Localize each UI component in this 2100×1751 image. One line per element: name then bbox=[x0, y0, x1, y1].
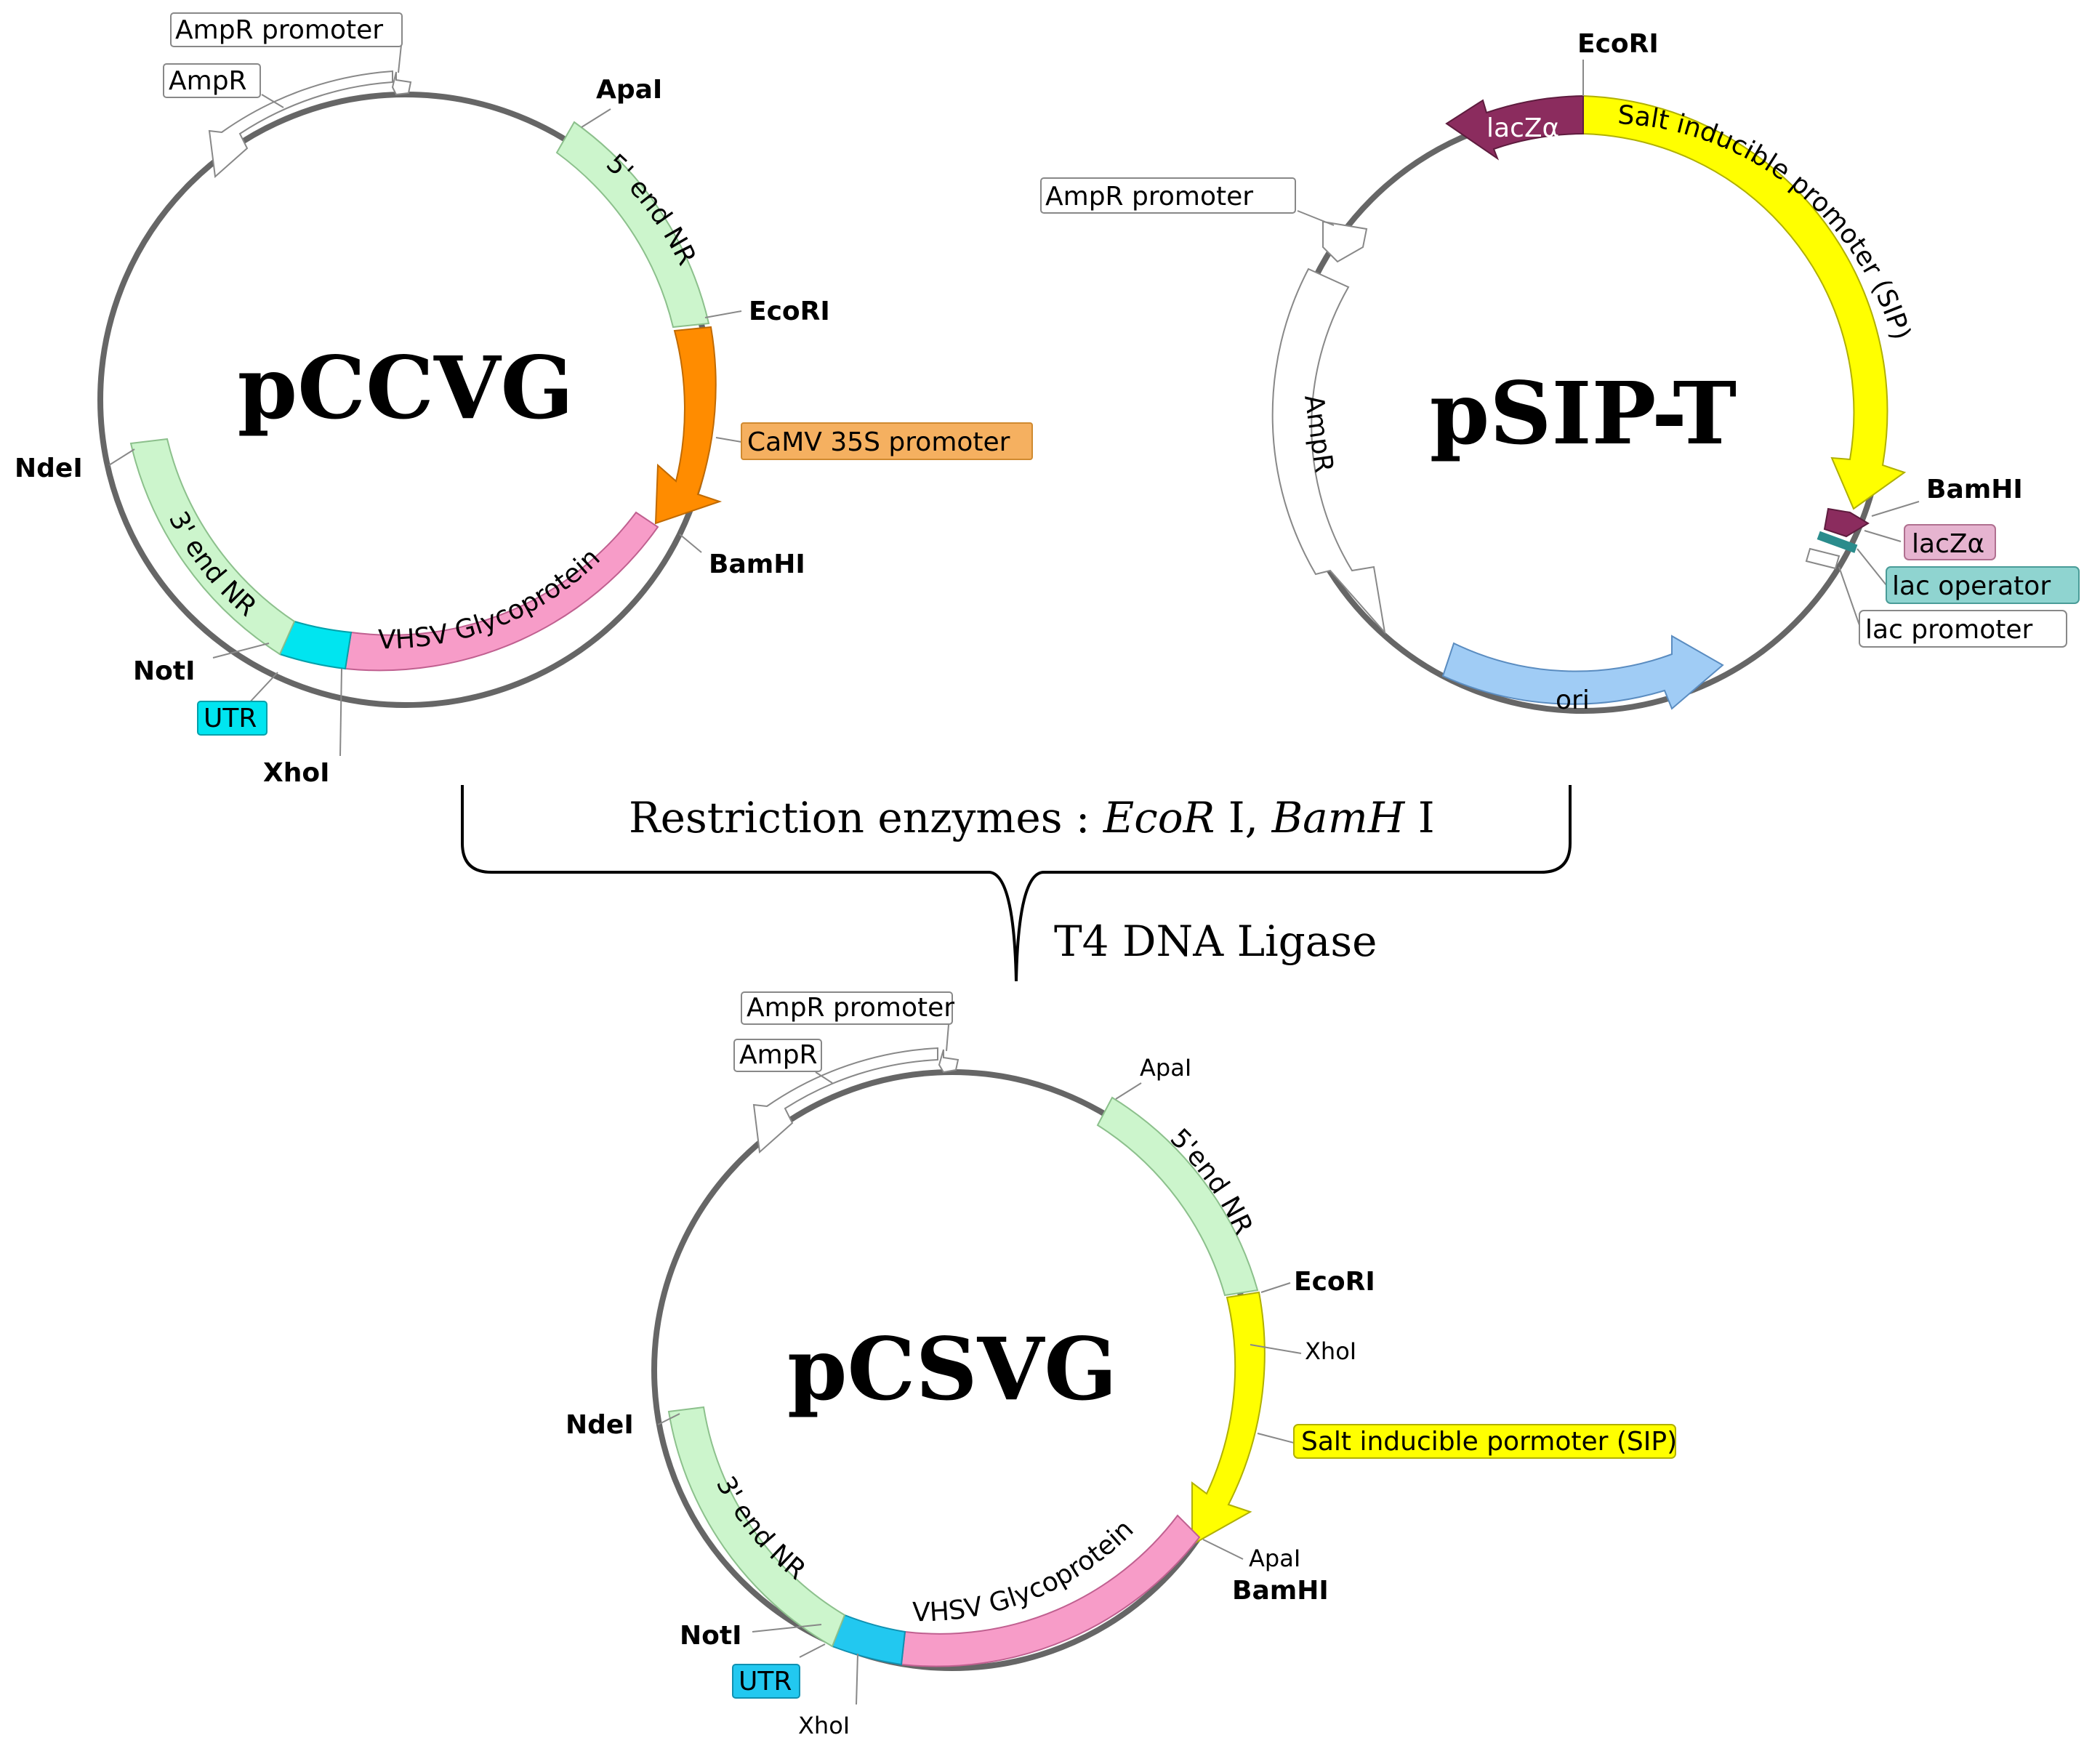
pcsvg-amp-promoter-arrow bbox=[938, 1049, 960, 1074]
psip-laczalpha-label: lacZα bbox=[1487, 113, 1559, 143]
pccvg-tag-camv: CaMV 35S promoter bbox=[747, 427, 1010, 457]
pcsvg-site-apai-top: ApaI bbox=[1140, 1054, 1191, 1082]
psip-laczalpha-small bbox=[1823, 507, 1870, 538]
pcsvg-site-noti: NotI bbox=[680, 1621, 741, 1651]
pcsvg-sip-arrow bbox=[1191, 1291, 1266, 1546]
psip-title: pSIP-T bbox=[1430, 363, 1737, 464]
psip-ori-label: ori bbox=[1556, 685, 1590, 715]
pccvg-ampr-arrow bbox=[208, 70, 393, 179]
psip-laczalpha-arrow bbox=[1445, 94, 1584, 161]
pccvg-tag-amp-promoter: AmpR promoter bbox=[175, 15, 383, 45]
process-section: Restriction enzymes : EcoR I, BamH I T4 … bbox=[461, 785, 1572, 982]
pccvg-tag-utr: UTR bbox=[204, 704, 257, 733]
process-restriction-label: Restriction enzymes : EcoR I, BamH I bbox=[629, 793, 1435, 842]
psip-tag-laczalpha: lacZα bbox=[1912, 529, 1984, 559]
pcsvg-site-xhoi-bottom: XhoI bbox=[798, 1712, 850, 1739]
pccvg-3end-nr bbox=[129, 438, 296, 656]
psip-site-ecori: EcoRI bbox=[1577, 29, 1659, 59]
pccvg-5end-nr bbox=[555, 121, 710, 329]
pcsvg-tag-amp-promoter: AmpR promoter bbox=[747, 993, 954, 1023]
pcsvg-tag-utr: UTR bbox=[739, 1667, 792, 1696]
pccvg-amp-promoter-arrow bbox=[391, 71, 412, 96]
pcsvg-3end-nr bbox=[667, 1406, 846, 1648]
psip-lac-promoter-small bbox=[1805, 547, 1840, 570]
psip-tag-amp-promoter: AmpR promoter bbox=[1045, 182, 1253, 212]
psip-ori-arrow bbox=[1441, 635, 1724, 710]
pccvg-site-noti: NotI bbox=[133, 656, 195, 686]
pccvg-site-apai: ApaI bbox=[596, 75, 662, 105]
pcsvg-site-xhoi-right: XhoI bbox=[1305, 1337, 1356, 1365]
pcsvg-site-bamhi: BamHI bbox=[1232, 1576, 1329, 1606]
pccvg-site-ecori: EcoRI bbox=[749, 297, 830, 326]
psip-tag-lac-operator: lac operator bbox=[1892, 571, 2051, 601]
pccvg-site-xhoi: XhoI bbox=[263, 758, 330, 788]
plasmid-psip: Salt inducible promoter (SIP) lacZα AmpR… bbox=[1040, 29, 2080, 715]
pcsvg-title: pCSVG bbox=[787, 1319, 1117, 1420]
pccvg-title: pCCVG bbox=[238, 337, 574, 438]
pcsvg-tag-ampr: AmpR bbox=[739, 1040, 818, 1070]
psip-ampr-arrow bbox=[1271, 267, 1386, 635]
psip-lac-operator-small bbox=[1817, 531, 1858, 553]
psip-site-bamhi: BamHI bbox=[1926, 475, 2023, 504]
pccvg-site-ndei: NdeI bbox=[15, 454, 83, 483]
pcsvg-utr bbox=[831, 1614, 906, 1666]
pcsvg-ampr-arrow bbox=[752, 1047, 938, 1154]
pcsvg-site-ndei: NdeI bbox=[566, 1410, 634, 1440]
psip-tag-lac-promoter: lac promoter bbox=[1865, 615, 2033, 645]
pcsvg-site-apai-bottom: ApaI bbox=[1249, 1545, 1300, 1572]
pcsvg-site-ecori: EcoRI bbox=[1294, 1267, 1375, 1297]
pccvg-camv-arrow bbox=[654, 326, 723, 525]
psip-sip-arrow bbox=[1582, 94, 1907, 510]
pcsvg-5end-nr bbox=[1096, 1096, 1259, 1297]
pcsvg-tag-sip: Salt inducible pormoter (SIP) bbox=[1301, 1427, 1677, 1457]
pccvg-tag-ampr: AmpR bbox=[169, 66, 247, 96]
psip-amp-promoter-arrow bbox=[1322, 220, 1368, 263]
pccvg-site-bamhi: BamHI bbox=[709, 550, 805, 579]
plasmid-pccvg: 5' end NR VHSV Glycoprotein 3' end NR pC… bbox=[15, 12, 1033, 788]
plasmid-pcsvg: 5'end NR VHSV Glycoprotein 3' end NR pCS… bbox=[566, 991, 1677, 1739]
process-ligase-label: T4 DNA Ligase bbox=[1054, 917, 1377, 966]
process-brace bbox=[461, 785, 1572, 982]
